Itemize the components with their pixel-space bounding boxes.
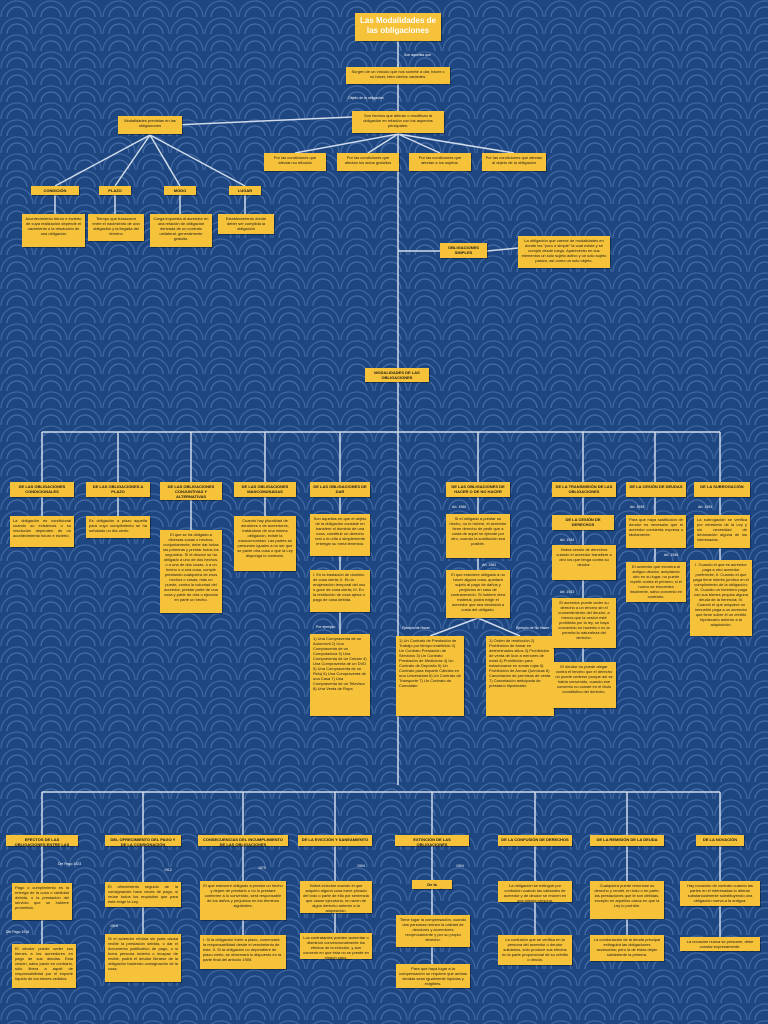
r2-remision-header: DE LA REMISIÓN DE LA DEUDA	[590, 835, 664, 846]
r1-plazo-text: Es obligación a plazo aquella para cuyo …	[86, 516, 150, 538]
r2-eviccion-text-2: Los contratantes pueden aumentar o dismi…	[300, 933, 372, 959]
type-plazo: PLAZO	[99, 186, 131, 195]
r1-subrogacion-article: Art. 1933	[698, 505, 713, 509]
simple-text: La obligación que carece de modalidades …	[518, 236, 610, 268]
r2-confusion-header: DE LA CONFUSIÓN DE DERECHOS	[498, 835, 572, 846]
r1-nohacer-definition: El que estuviere obligado a no hacer alg…	[446, 570, 510, 618]
r2-novacion-text-2: La novación nunca se presume, debe const…	[680, 937, 760, 951]
center-node: MODALIDADES DE LAS OBLIGACIONES	[365, 368, 429, 382]
r2-extincion-text-2: Para que haya lugar a la compensación se…	[396, 964, 470, 988]
r2-incumplimiento-text-1: El que estuviere obligado a prestar un h…	[200, 881, 286, 920]
r2-extincion-article: 1904	[456, 864, 464, 868]
r2-confusion-text-1: La obligación se extingue por confusión …	[498, 881, 572, 902]
r2-incumplimiento-header: CONSECUENCIAS DEL INCUMPLIMIENTO DE LAS …	[198, 835, 288, 846]
r2-eviccion-header: DE LA EVICCIÓN Y SANEAMIENTO	[298, 835, 372, 846]
type-lugar-text: Establecimiento donde deber ser cumplida…	[218, 214, 274, 234]
r1-dar-example-label: Por ejemplo:	[316, 625, 336, 629]
r2-compensacion-header: De la compensación	[412, 880, 452, 889]
r1-subrogacion-text-1: La subrogación se verifica por ministeri…	[694, 515, 750, 548]
r2-ofrecimiento-text-1: El ofrecimiento seguido de la consignaci…	[105, 882, 181, 907]
r2-incumplimiento-text-2: I. Si la obligación fuere a plazo, comen…	[200, 935, 286, 969]
r1-dar-examples: 1) Una Compraventa de un Automóvil 2) Un…	[310, 634, 370, 716]
r1-transmision-header: DE LA TRANSMISIÓN DE LAS OBLIGACIONES	[552, 482, 616, 497]
intro-label: Son aquellas que	[404, 53, 432, 57]
r2-ofrecimiento-text-2: Si el acreedor rehúsa sin justa causa re…	[105, 934, 181, 982]
r2-remision-text-2: La condonación de la deuda principal ext…	[590, 935, 664, 961]
r1-cesion-article-2: Art. 1933	[560, 590, 575, 594]
diagram-title: Las Modalidades de las obligaciones	[355, 13, 441, 41]
intro-definition: Surgen de un vínculo que nos somete a da…	[346, 67, 450, 84]
r1-subrogacion-header: DE LA SUBROGACIÓN	[694, 482, 750, 497]
r1-dar-header: DE LAS OBLIGACIONES DE DAR	[310, 482, 370, 497]
r1-mancomunadas-text: Cuando hay pluralidad de deudores o de a…	[234, 516, 296, 571]
r1-mancomunadas-header: DE LAS OBLIGACIONES MANCOMUNADAS	[234, 482, 296, 497]
r2-efectos-article-2: Del Pago 1916	[6, 930, 30, 934]
r1-cesion-deudas-header: DE LA CESIÓN DE DEUDAS	[626, 482, 686, 497]
r1-hacer-examples: 1) Un Contrato de Prestación de Trabajo …	[396, 636, 464, 716]
r2-efectos-text-2: El deudor puede ceder sus bienes a los a…	[12, 944, 76, 988]
r1-cesion-article-1: Art. 1934	[560, 538, 575, 542]
r2-efectos-article-1: Del Pago 1923	[58, 862, 82, 866]
r2-ofrecimiento-article-1: 1912	[164, 868, 172, 872]
type-lugar: LUGAR	[229, 186, 261, 195]
r1-dar-cases: I. En la traslación de dominio de cosa c…	[310, 570, 370, 612]
r2-efectos-header: EFECTOS DE LAS OBLIGACIONES ENTRE LAS PA…	[6, 835, 78, 846]
type-modo-text: Carga impuesta al acreedor en una relaci…	[150, 214, 212, 247]
r1-deudas-article-1: Art. 1936	[664, 553, 679, 557]
r1-cesion-deudas-text-1: Para que haya sustitución de deudor es n…	[626, 515, 686, 548]
r1-cesion-exception: El deudor no puede alegar contra el terc…	[552, 662, 616, 708]
facts-box: Son hechos que alteran o modifican la ob…	[352, 111, 444, 133]
r1-cesion-rule: El acreedor puede ceder su derecho a un …	[552, 598, 616, 648]
r2-remision-text-1: Cualquiera puede renunciar su derecho y …	[590, 881, 664, 919]
r1-hacer-article-2: Art. 1962	[482, 563, 497, 567]
r1-condicionales-text: La obligación es condicional cuando su e…	[10, 516, 74, 547]
r1-deudas-article-2: Art. 1938	[630, 505, 645, 509]
r2-ofrecimiento-article-2: 1915	[110, 924, 118, 928]
r1-hacer-definition: Si el obligado a prestar un hecho, no lo…	[446, 514, 510, 558]
r2-efectos-text-1: Pago o cumplimiento es la entrega de la …	[12, 883, 72, 920]
type-plazo-text: Tiempo que transcurre entre el nacimient…	[88, 214, 144, 241]
r1-cesion-definition: Habrá cesión de derechos cuando el acree…	[552, 545, 616, 580]
effect-objeto: Por las condiciones que afectan al objet…	[482, 153, 546, 171]
r1-nohacer-examples: 1) Orden de restricción 2) Prohibición d…	[486, 636, 554, 716]
type-condicion-text: Acontecimiento futuro e incierto de cuya…	[22, 214, 85, 247]
r2-novacion-text-1: Hay novación de contrato cuando las part…	[680, 881, 760, 906]
r2-eviccion-text-1: Habrá evicción cuando el que adquirió al…	[300, 881, 372, 913]
effect-eficacia: Por las condiciones que afectan su efica…	[264, 153, 326, 171]
object-label: Objeto de la obligación	[348, 96, 384, 100]
r1-dar-definition: Son aquellas en que el objeto de la obli…	[310, 514, 370, 556]
r2-incumplimiento-article: 1670	[258, 866, 266, 870]
r2-ofrecimiento-header: DEL OFRECIMIENTO DEL PAGO Y DE LA CONSIG…	[105, 835, 181, 846]
r2-extincion-header: EXTINCIÓN DE LAS OBLIGACIONES	[395, 835, 469, 846]
r1-hacer-article-1: Art. 1966	[452, 505, 467, 509]
r1-plazo-header: DE LAS OBLIGACIONES A PLAZO	[86, 482, 150, 497]
r2-confusion-text-2: La confusión que se verifica en la perso…	[498, 935, 572, 965]
modalities-header: Modalidades previstas en las obligacione…	[118, 116, 182, 134]
r1-hacer-example-label: Ejemplo de Hacer	[402, 626, 430, 630]
type-modo: MODO	[164, 186, 196, 195]
r1-cesion-derechos-header: DE LA CESIÓN DE DERECHOS	[552, 515, 614, 530]
effect-sujetos: Por las condiciones que afectan a los su…	[409, 153, 471, 171]
type-condicion: CONDICIÓN	[31, 186, 79, 195]
r1-hacer-header: DE LAS OBLIGACIONES DE HACER O DE NO HAC…	[446, 482, 510, 497]
r2-novacion-header: DE LA NOVACIÓN	[696, 835, 744, 846]
r1-conjuntivas-header: DE LAS OBLIGACIONES CONJUNTIVAS Y ALTERN…	[160, 482, 222, 500]
r1-subrogacion-text-2: I. Cuando el que es acreedor paga a otro…	[690, 560, 752, 636]
effect-gratuitos: Por las condiciones que afectan los acto…	[337, 153, 399, 171]
r1-cesion-deudas-text-2: El acreedor que exonera al antiguo deudo…	[626, 562, 686, 602]
r2-extincion-text-1: Tiene lugar la compensación, cuando dos …	[396, 915, 470, 947]
r1-conjuntivas-text: El que se ha obligado a diversas cosas o…	[160, 530, 222, 613]
r1-condicionales-header: DE LAS OBLIGACIONES CONDICIONALES	[10, 482, 74, 497]
r1-nohacer-example-label: Ejemplo de No Hacer	[516, 626, 550, 630]
r2-eviccion-article: 1904	[357, 864, 365, 868]
simple-header: OBLIGACIONES SIMPLES	[440, 243, 487, 258]
